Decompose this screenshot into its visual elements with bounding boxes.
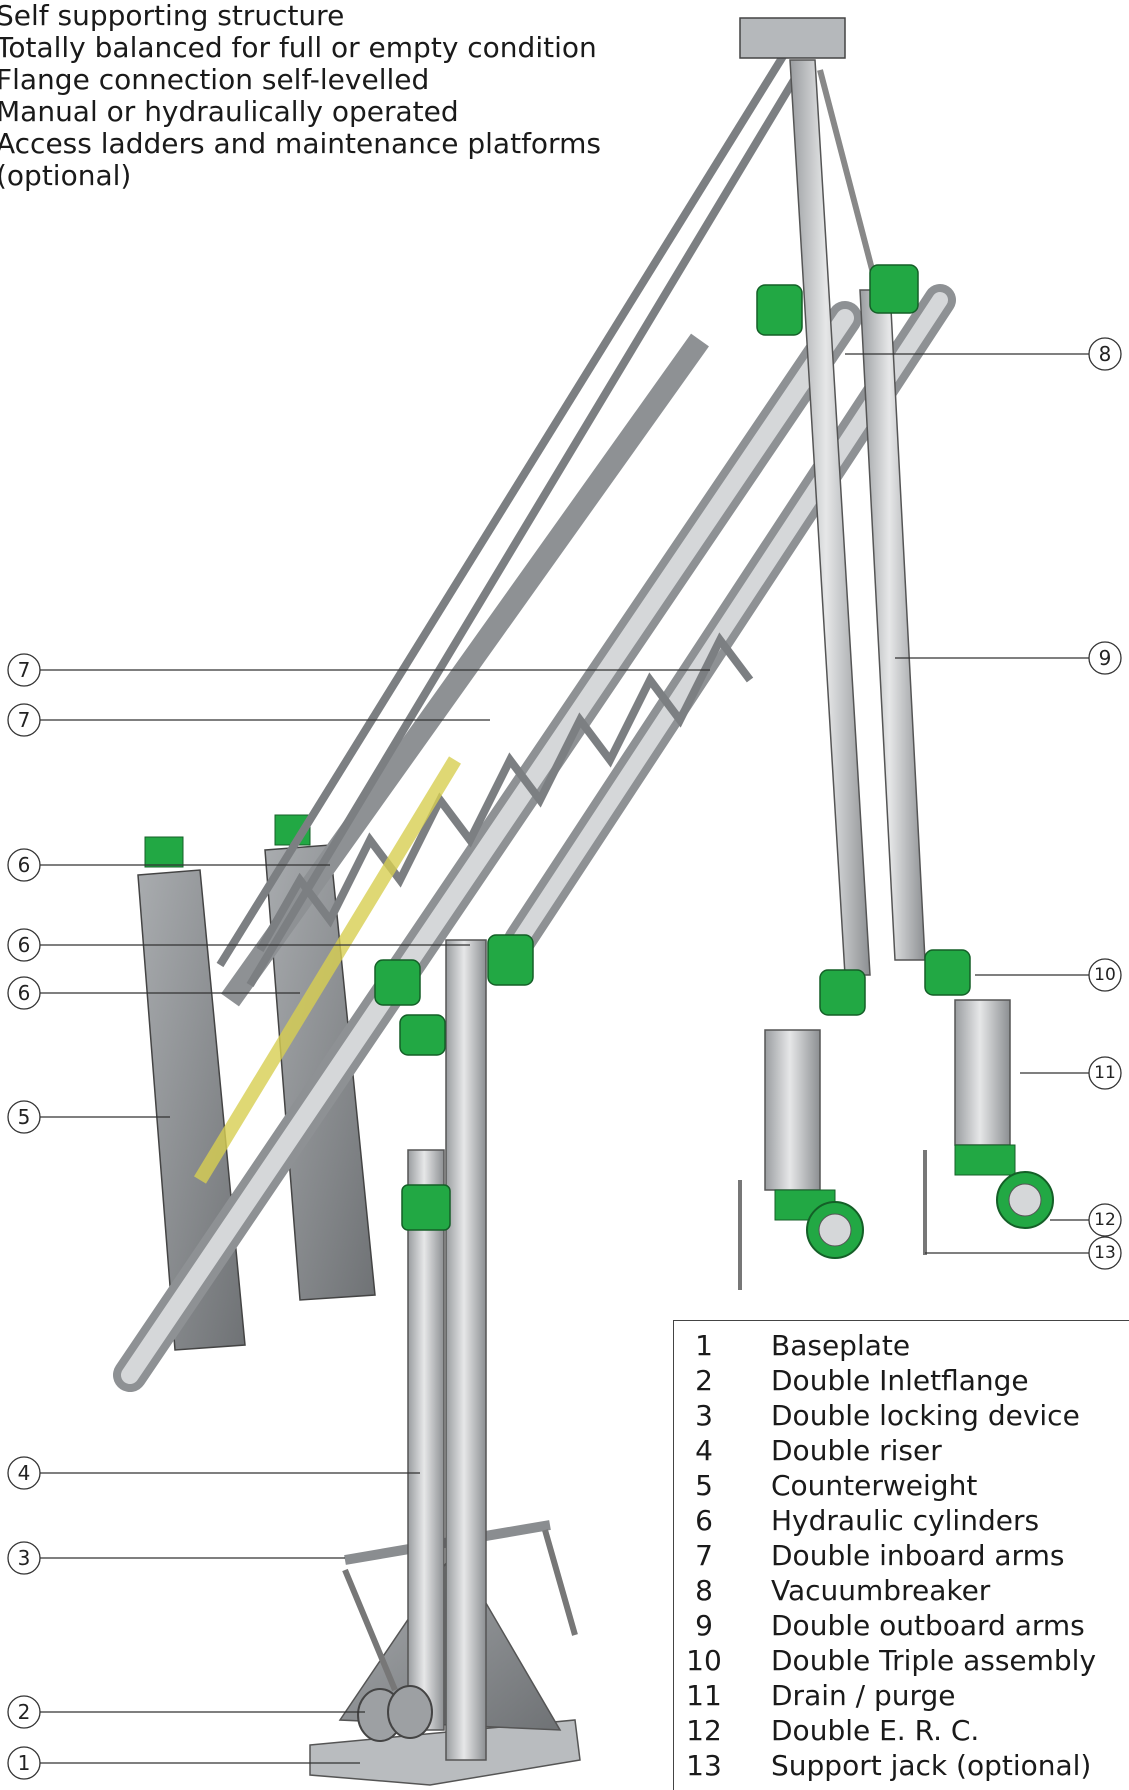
triple-assembly-right xyxy=(954,999,1054,1229)
callout-10: 10 xyxy=(1094,965,1116,985)
callout-6b: 6 xyxy=(18,933,31,957)
legend-label: Double Inletflange xyxy=(771,1364,1029,1397)
legend-label: Double inboard arms xyxy=(771,1539,1065,1572)
legend-label: Double Triple assembly xyxy=(771,1644,1097,1677)
swivel-joints xyxy=(374,264,971,1056)
legend-number: 11 xyxy=(686,1679,722,1712)
legend-number: 3 xyxy=(695,1399,713,1432)
callout-5: 5 xyxy=(18,1105,31,1129)
callout-circles xyxy=(7,337,1122,1780)
feature-item: Access ladders and maintenance platforms xyxy=(0,127,601,160)
legend-number: 8 xyxy=(695,1574,713,1607)
hydraulic-cylinder xyxy=(194,756,461,1184)
legend-number: 4 xyxy=(695,1434,713,1467)
feature-item: Flange connection self-levelled xyxy=(0,63,430,96)
legend-number: 7 xyxy=(695,1539,713,1572)
callout-6c: 6 xyxy=(18,981,31,1005)
callout-9: 9 xyxy=(1099,646,1112,670)
callout-1: 1 xyxy=(18,1751,31,1775)
legend-label: Baseplate xyxy=(771,1329,911,1362)
feature-item: Totally balanced for full or empty condi… xyxy=(0,31,597,64)
legend-number: 1 xyxy=(695,1329,713,1362)
legend-number: 6 xyxy=(695,1504,713,1537)
legend-number: 13 xyxy=(686,1749,722,1782)
feature-item: (optional) xyxy=(0,159,132,192)
callout-7b: 7 xyxy=(18,708,31,732)
callout-3: 3 xyxy=(18,1546,31,1570)
callout-13: 13 xyxy=(1094,1243,1116,1263)
legend-number: 5 xyxy=(695,1469,713,1502)
legend-number: 12 xyxy=(686,1714,722,1747)
callout-12: 12 xyxy=(1094,1210,1116,1230)
callout-4: 4 xyxy=(18,1461,31,1485)
legend-label: Hydraulic cylinders xyxy=(771,1504,1040,1537)
legend-number: 10 xyxy=(686,1644,722,1677)
support-jacks xyxy=(738,1150,927,1290)
parts-legend: 1 Baseplate 2 Double Inletflange 3 Double l… xyxy=(673,1320,1129,1790)
callout-6a: 6 xyxy=(18,853,31,877)
callout-7a: 7 xyxy=(18,658,31,682)
feature-item: Self supporting structure xyxy=(0,0,345,32)
legend-label: Counterweight xyxy=(771,1469,978,1502)
legend-label: Drain / purge xyxy=(771,1679,956,1712)
legend-label: Vacuumbreaker xyxy=(771,1574,991,1607)
legend-label: Double E. R. C. xyxy=(771,1714,980,1747)
apex-sheave-box xyxy=(739,17,846,59)
legend-label: Support jack (optional) xyxy=(771,1749,1092,1782)
callout-lines xyxy=(40,353,1089,1764)
callout-2: 2 xyxy=(18,1700,31,1724)
legend-label: Double riser xyxy=(771,1434,942,1467)
double-riser xyxy=(357,939,487,1761)
legend-label: Double locking device xyxy=(771,1399,1080,1432)
legend-label: Double outboard arms xyxy=(771,1609,1085,1642)
legend-number: 9 xyxy=(695,1609,713,1642)
callout-11: 11 xyxy=(1094,1063,1116,1083)
callout-8: 8 xyxy=(1099,342,1112,366)
feature-item: Manual or hydraulically operated xyxy=(0,95,459,128)
legend-number: 2 xyxy=(695,1364,713,1397)
callout-numbers: 8 9 7 7 6 6 6 5 4 3 2 1 10 11 12 13 xyxy=(18,342,1116,1775)
lattice-boom xyxy=(216,42,804,988)
triple-assembly-left xyxy=(764,1029,864,1259)
